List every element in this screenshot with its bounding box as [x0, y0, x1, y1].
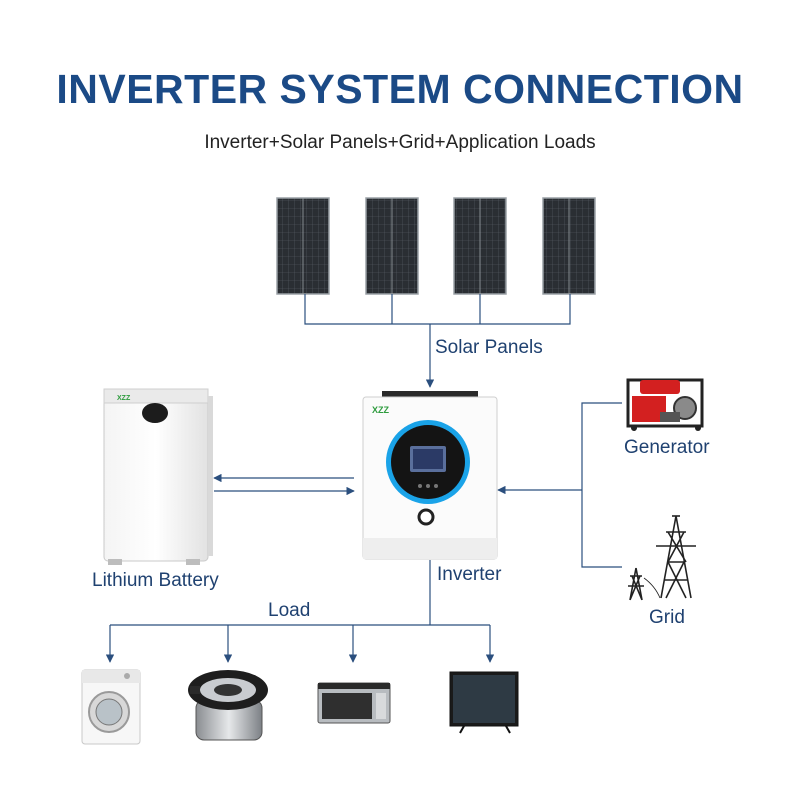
generator-icon: [626, 378, 704, 431]
battery-brand: XZZ: [117, 395, 131, 402]
power-tower-icon: [628, 515, 696, 601]
page-subtitle: Inverter+Solar Panels+Grid+Application L…: [204, 132, 596, 153]
solar-panel-icon: [542, 197, 596, 295]
lithium-battery-label: Lithium Battery: [92, 570, 219, 591]
washing-machine-icon: [81, 669, 141, 745]
inverter-label: Inverter: [437, 564, 502, 585]
grid-label: Grid: [649, 607, 685, 628]
solar-panels-label: Solar Panels: [435, 337, 543, 358]
rice-cooker-icon: [188, 670, 268, 741]
television-icon: [449, 671, 519, 734]
connector-lines: [105, 294, 622, 663]
load-label: Load: [268, 600, 311, 621]
page-title: INVERTER SYSTEM CONNECTION: [56, 66, 744, 112]
microwave-icon: [317, 682, 391, 724]
solar-panel-icon: [453, 197, 507, 295]
battery-icon: XZZ: [103, 388, 213, 565]
solar-panel-array: [276, 197, 596, 295]
solar-panel-icon: [276, 197, 330, 295]
generator-label: Generator: [624, 437, 710, 458]
solar-panel-icon: [365, 197, 419, 295]
inverter-icon: XZZ: [362, 391, 498, 560]
inverter-brand: XZZ: [372, 405, 390, 415]
